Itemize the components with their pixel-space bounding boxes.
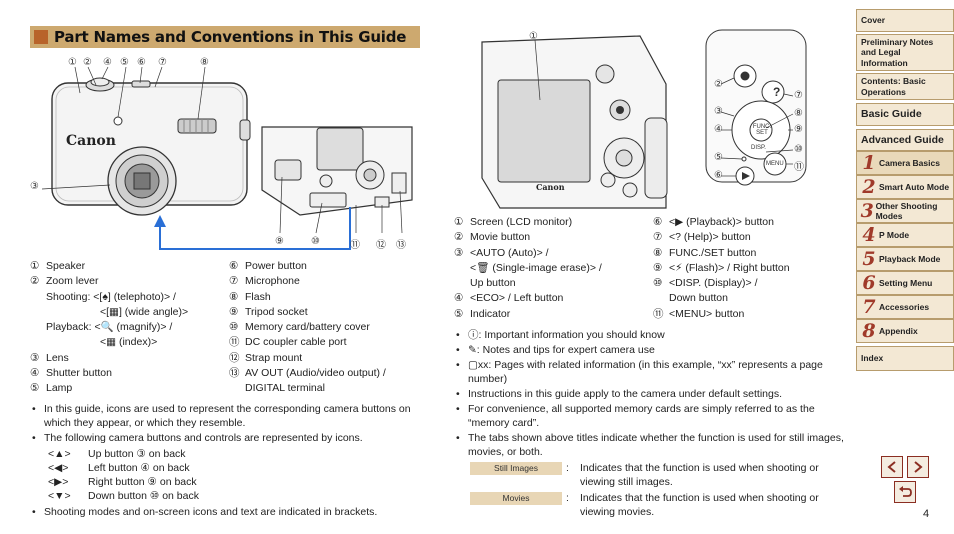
back-callout-10: ⑩ (794, 144, 803, 155)
parts-list-back-right: ⑥<▶ (Playback)> button ⑦<? (Help)> butto… (653, 216, 790, 320)
camera-bottom-illustration (154, 126, 413, 250)
callout-12: ⑫ (376, 240, 386, 251)
return-arrow-icon (899, 486, 912, 497)
still-images-row: Still Images : Indicates that the functi… (454, 461, 850, 489)
back-callout-2: ② (714, 79, 723, 90)
back-callout-1: ① (529, 31, 538, 42)
callout-1: ① (68, 57, 77, 68)
page-number: 4 (923, 508, 930, 520)
callout-10: ⑩ (311, 236, 320, 247)
callout-9: ⑨ (275, 236, 284, 247)
note-brackets: Shooting modes and on-screen icons and t… (30, 505, 430, 519)
back-callout-3: ③ (714, 106, 723, 117)
movies-tag: Movies (470, 492, 562, 505)
sidebar-item-basic-guide[interactable]: Basic Guide (856, 103, 954, 126)
back-callout-5: ⑤ (714, 152, 723, 163)
sidebar-item-index[interactable]: Index (856, 346, 954, 371)
back-callout-8: ⑧ (794, 108, 803, 119)
callout-13: ⑬ (396, 240, 406, 251)
page-title: Part Names and Conventions in This Guide (54, 28, 407, 46)
callout-2: ② (83, 57, 92, 68)
disp-label: DISP. (751, 145, 766, 151)
sidebar-item-cover[interactable]: Cover (856, 9, 954, 32)
return-button[interactable] (894, 481, 916, 503)
note-pages: ▢xx: Pages with related information (in … (454, 358, 850, 386)
note-important: ⓘ: Important information you should know (454, 328, 850, 342)
sidebar-item-prelim[interactable]: Preliminary Notes and Legal Information (856, 33, 954, 71)
next-page-button[interactable] (907, 456, 929, 478)
notes-right: ⓘ: Important information you should know… (454, 328, 850, 519)
title-marker (34, 30, 48, 44)
movies-row: Movies : Indicates that the function is … (454, 491, 850, 519)
sidebar-item-contents[interactable]: Contents: Basic Operations (856, 73, 954, 100)
still-images-tag: Still Images (470, 462, 562, 475)
callout-7: ⑦ (158, 57, 167, 68)
callout-5: ⑤ (120, 57, 129, 68)
note-memory-card: For convenience, all supported memory ca… (454, 402, 850, 430)
menu-button-label: MENU (766, 161, 784, 167)
arrow-right-icon (914, 461, 923, 473)
back-callout-7: ⑦ (794, 90, 803, 101)
callout-6: ⑥ (137, 57, 146, 68)
func-set-button-label: FUNC. SET (752, 124, 772, 136)
camera-front-illustration: Canon (41, 66, 413, 250)
button-icon-table: <▲>Up button ③ on back <◀>Left button ④ … (48, 448, 199, 502)
arrow-left-icon (887, 461, 896, 473)
front-brand-text: Canon (66, 133, 116, 149)
sidebar-item-advanced-guide[interactable]: Advanced Guide (856, 128, 954, 151)
help-button-label: ? (773, 85, 781, 99)
previous-page-button[interactable] (881, 456, 903, 478)
note-default: Instructions in this guide apply to the … (454, 387, 850, 401)
note-buttons: The following camera buttons and control… (30, 431, 430, 445)
callout-8: ⑧ (200, 57, 209, 68)
note-tips: ✎: Notes and tips for expert camera use (454, 343, 850, 357)
page-title-bar: Part Names and Conventions in This Guide (30, 26, 420, 48)
note-tabs: The tabs shown above titles indicate whe… (454, 431, 850, 459)
sidebar-nav: Cover Preliminary Notes and Legal Inform… (856, 9, 954, 373)
note-icons: In this guide, icons are used to represe… (30, 402, 430, 430)
callout-3: ③ (30, 181, 39, 192)
camera-back-illustration: Canon (481, 29, 807, 209)
notes-left: In this guide, icons are used to represe… (30, 402, 430, 520)
back-callout-4: ④ (714, 124, 723, 135)
callout-11: ⑪ (350, 240, 360, 251)
back-callout-9: ⑨ (794, 124, 803, 135)
back-callout-11: ⑪ (794, 162, 804, 173)
back-brand-text: Canon (536, 182, 565, 192)
callout-4: ④ (103, 57, 112, 68)
back-callout-6: ⑥ (714, 170, 723, 181)
